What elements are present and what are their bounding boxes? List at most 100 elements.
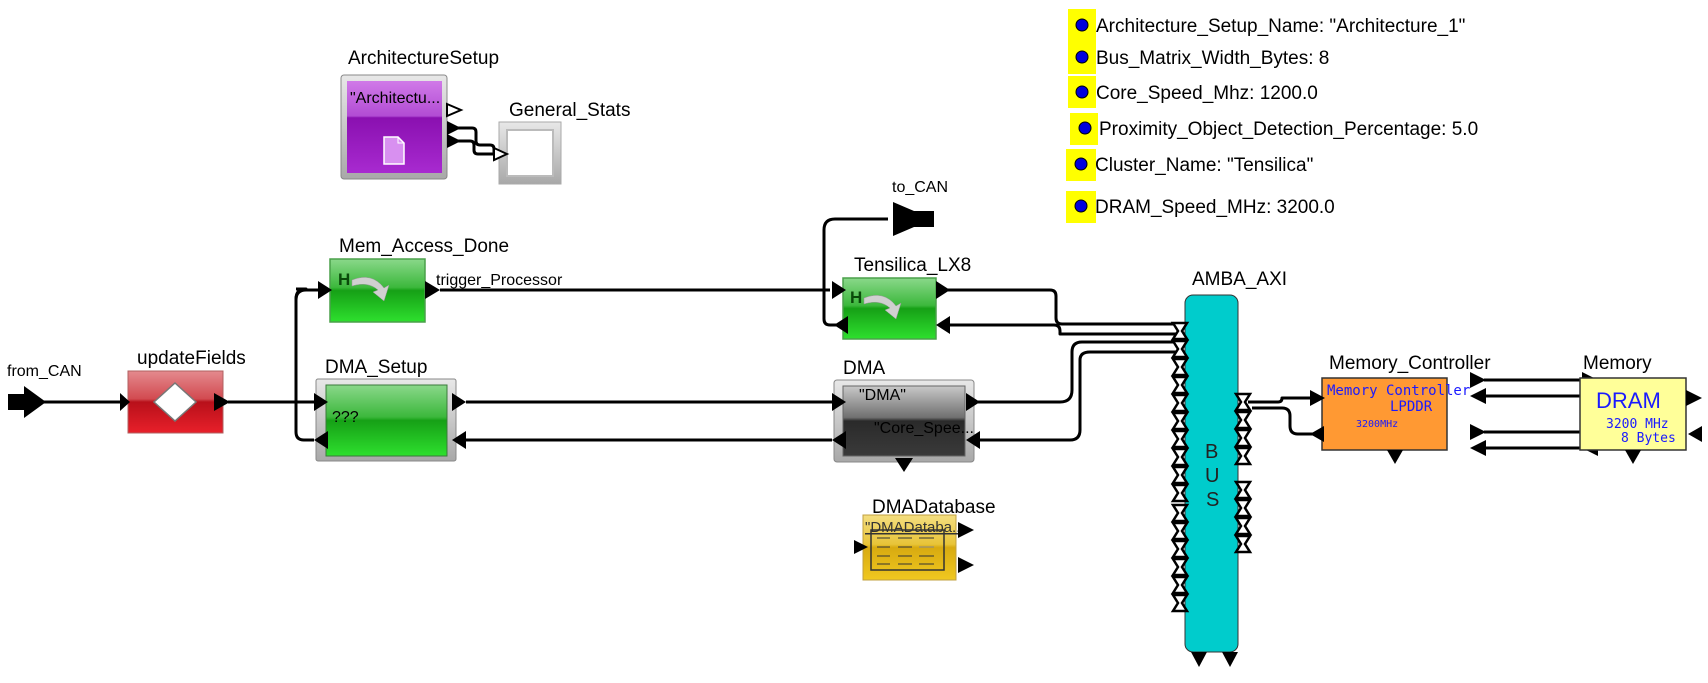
bus-port-icon[interactable] xyxy=(1170,375,1190,395)
output-port-icon[interactable] xyxy=(214,393,230,411)
wire-bus-tensilica-in[interactable] xyxy=(940,323,1180,336)
bus-port-icon[interactable] xyxy=(1233,410,1253,430)
parameter-text: Bus_Matrix_Width_Bytes: 8 xyxy=(1096,48,1329,69)
output-port-icon[interactable] xyxy=(1222,652,1238,667)
bus-port-icon[interactable] xyxy=(1170,465,1190,485)
bus-port-icon[interactable] xyxy=(1170,357,1190,377)
bus-port-icon[interactable] xyxy=(1170,575,1190,595)
input-port-icon[interactable] xyxy=(452,431,466,449)
bus-port-icon[interactable] xyxy=(1170,483,1190,503)
bus-port-icon[interactable] xyxy=(1170,393,1190,413)
port-arrow-icon[interactable] xyxy=(1470,440,1486,456)
output-port-icon[interactable] xyxy=(447,134,461,148)
parameter-text: Cluster_Name: "Tensilica" xyxy=(1095,155,1313,176)
bus-port-icon[interactable] xyxy=(1170,521,1190,541)
input-port-icon[interactable] xyxy=(832,393,846,411)
amba-axi-bus-block[interactable]: AMBA_AXI B U S xyxy=(1170,269,1287,667)
update-fields-block[interactable]: updateFields xyxy=(120,348,246,434)
parameter-item[interactable]: Architecture_Setup_Name: "Architecture_1… xyxy=(1068,9,1465,42)
memory-controller-block[interactable]: Memory_Controller Memory Controller LPDD… xyxy=(1310,353,1491,464)
input-port-icon[interactable] xyxy=(936,316,950,334)
block-label: ArchitectureSetup xyxy=(348,48,499,69)
dma-setup-block[interactable]: DMA_Setup ??? xyxy=(314,357,466,462)
wire-loop-left[interactable] xyxy=(294,287,314,442)
wire-dma-bus-out[interactable] xyxy=(970,340,1180,404)
general-stats-block[interactable]: General_Stats xyxy=(493,100,630,185)
wire-memctrl-bus-in[interactable] xyxy=(1252,406,1320,436)
bus-port-icon[interactable] xyxy=(1233,498,1253,518)
parameter-bullet-icon xyxy=(1075,18,1089,32)
wire-bus-dma-in[interactable] xyxy=(970,350,1180,442)
input-port-icon[interactable] xyxy=(318,281,332,299)
output-port-icon[interactable] xyxy=(446,102,464,118)
parameter-text: DRAM_Speed_MHz: 3200.0 xyxy=(1095,197,1335,218)
bus-port-icon[interactable] xyxy=(1170,339,1190,359)
output-port-icon[interactable] xyxy=(314,431,328,449)
input-port-icon[interactable] xyxy=(832,281,846,299)
port-arrow-icon[interactable] xyxy=(1470,424,1486,440)
parameter-item[interactable]: Cluster_Name: "Tensilica" xyxy=(1066,149,1313,181)
wire-to-memaccess[interactable] xyxy=(294,288,330,301)
port-arrow-icon[interactable] xyxy=(1470,388,1486,404)
bus-right-ports xyxy=(1233,392,1253,554)
bus-port-icon[interactable] xyxy=(1233,392,1253,412)
dma-block[interactable]: DMA "DMA" "Core_Spee... xyxy=(832,358,980,472)
output-port-icon[interactable] xyxy=(895,458,913,472)
input-port-icon[interactable] xyxy=(120,393,130,411)
dma-database-block[interactable]: DMADatabase "DMADataba... xyxy=(854,497,996,581)
wire-tensilica-bus-out[interactable] xyxy=(940,288,1180,326)
output-port-icon[interactable] xyxy=(447,121,461,135)
bus-port-icon[interactable] xyxy=(1170,503,1190,523)
bus-port-icon[interactable] xyxy=(1170,447,1190,467)
output-port-icon[interactable] xyxy=(1625,450,1641,464)
bus-port-icon[interactable] xyxy=(1170,321,1190,341)
output-port-icon[interactable] xyxy=(958,557,974,573)
to-can-outport[interactable]: to_CAN xyxy=(892,179,948,236)
parameter-item[interactable]: DRAM_Speed_MHz: 3200.0 xyxy=(1066,191,1335,223)
tensilica-lx8-block[interactable]: Tensilica_LX8 H xyxy=(832,255,971,340)
wire-tensilica-tocan[interactable] xyxy=(822,217,888,327)
output-port-icon[interactable] xyxy=(966,393,980,411)
block-content-line1: "DMA" xyxy=(859,387,906,404)
architecture-setup-block[interactable]: ArchitectureSetup "Architectu... xyxy=(340,48,499,180)
output-port-icon[interactable] xyxy=(1387,450,1403,464)
block-content-line1: DRAM xyxy=(1596,388,1661,413)
input-port-icon[interactable] xyxy=(314,393,328,411)
input-port-icon[interactable] xyxy=(966,431,980,449)
port-arrow-icon[interactable] xyxy=(1470,372,1486,388)
output-port-icon[interactable] xyxy=(452,393,466,411)
mem-access-done-block[interactable]: Mem_Access_Done H xyxy=(318,236,509,323)
bus-port-icon[interactable] xyxy=(1233,516,1253,536)
output-port-icon[interactable] xyxy=(425,281,440,299)
bus-port-icon[interactable] xyxy=(1170,557,1190,577)
output-port-icon[interactable] xyxy=(834,316,848,334)
wire-arch-stats-2[interactable] xyxy=(458,139,496,156)
input-port-icon[interactable] xyxy=(493,146,510,162)
bus-port-icon[interactable] xyxy=(1170,593,1190,613)
output-port-icon[interactable] xyxy=(1310,426,1324,442)
bus-port-icon[interactable] xyxy=(1233,534,1253,554)
input-port-icon[interactable] xyxy=(1688,426,1702,442)
bus-port-icon[interactable] xyxy=(1233,480,1253,500)
output-port-icon[interactable] xyxy=(936,281,950,299)
bus-port-icon[interactable] xyxy=(1170,411,1190,431)
bus-port-icon[interactable] xyxy=(1233,428,1253,448)
from-can-inport[interactable]: from_CAN xyxy=(7,363,82,418)
output-port-icon[interactable] xyxy=(1686,390,1702,406)
wire-bus-memctrl-out[interactable] xyxy=(1248,396,1320,404)
bus-port-icon[interactable] xyxy=(1170,429,1190,449)
parameter-item[interactable]: Proximity_Object_Detection_Percentage: 5… xyxy=(1070,113,1478,145)
output-port-icon[interactable] xyxy=(832,431,846,449)
input-port-icon[interactable] xyxy=(854,540,868,554)
bus-port-icon[interactable] xyxy=(1170,539,1190,559)
diamond-icon xyxy=(152,381,198,423)
block-label: DMA xyxy=(843,358,886,379)
memory-block[interactable]: Memory DRAM 3200 MHz 8 Bytes xyxy=(1579,353,1702,464)
output-port-icon[interactable] xyxy=(958,522,974,538)
output-port-icon[interactable] xyxy=(1191,652,1207,667)
parameter-item[interactable]: Core_Speed_Mhz: 1200.0 xyxy=(1068,76,1318,108)
parameter-item[interactable]: Bus_Matrix_Width_Bytes: 8 xyxy=(1068,42,1329,74)
input-port-icon[interactable] xyxy=(1310,390,1325,406)
bus-port-icon[interactable] xyxy=(1233,446,1253,466)
